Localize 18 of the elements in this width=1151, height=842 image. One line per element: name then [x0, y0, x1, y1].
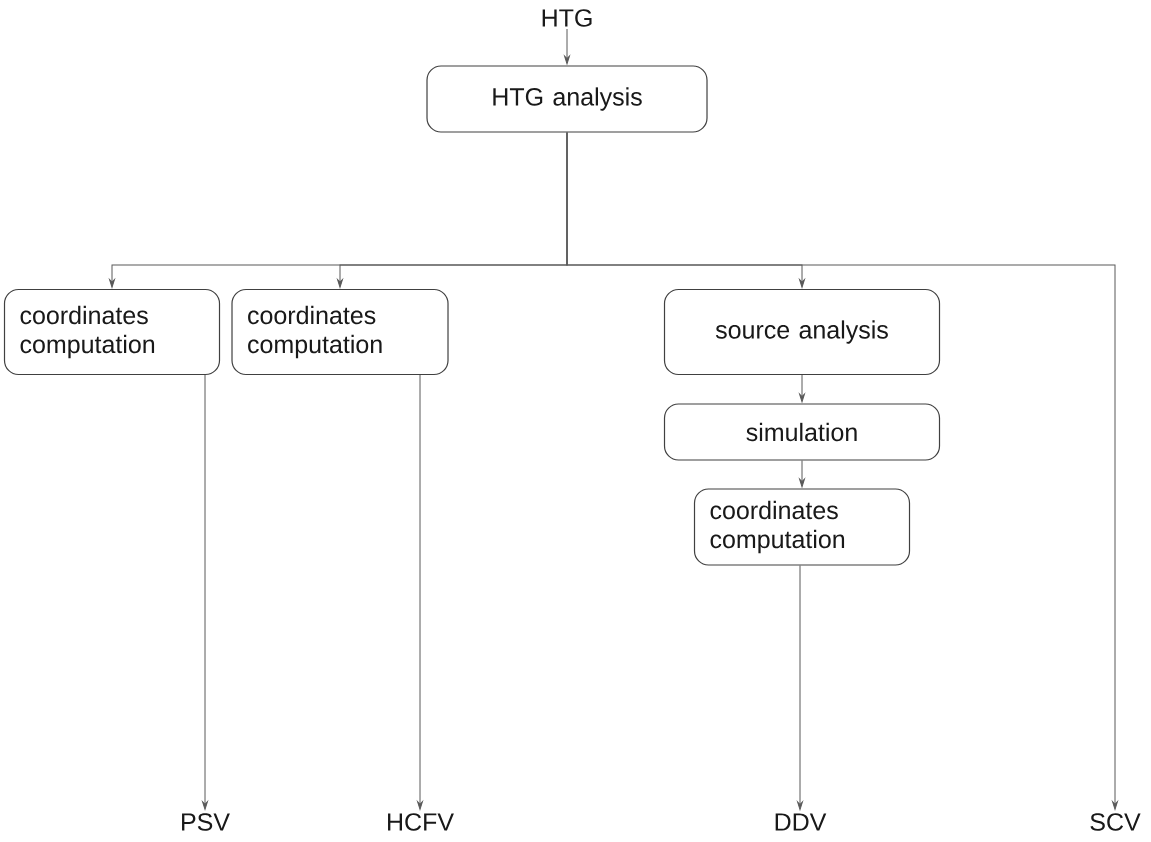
- process-box: coordinates computation: [3, 288, 221, 376]
- terminal-label: DDV: [775, 813, 827, 831]
- arrow: [799, 374, 805, 403]
- arrow: [417, 374, 423, 810]
- process-box: HTG analysis: [426, 65, 708, 133]
- arrow: [799, 460, 805, 488]
- arrow: [202, 374, 208, 810]
- arrow: [566, 132, 1118, 810]
- terminal-label: HCFV: [388, 813, 454, 831]
- process-box: coordinates computation: [231, 288, 449, 376]
- arrow: [564, 28, 570, 65]
- terminal-label: HTG: [542, 9, 592, 27]
- process-box: source analysis: [663, 288, 941, 376]
- terminal-label: SCV: [1090, 813, 1141, 831]
- arrow: [797, 565, 803, 811]
- terminal-label: PSV: [182, 813, 230, 831]
- process-box: simulation: [663, 403, 941, 461]
- process-box: coordinates computation: [693, 488, 911, 566]
